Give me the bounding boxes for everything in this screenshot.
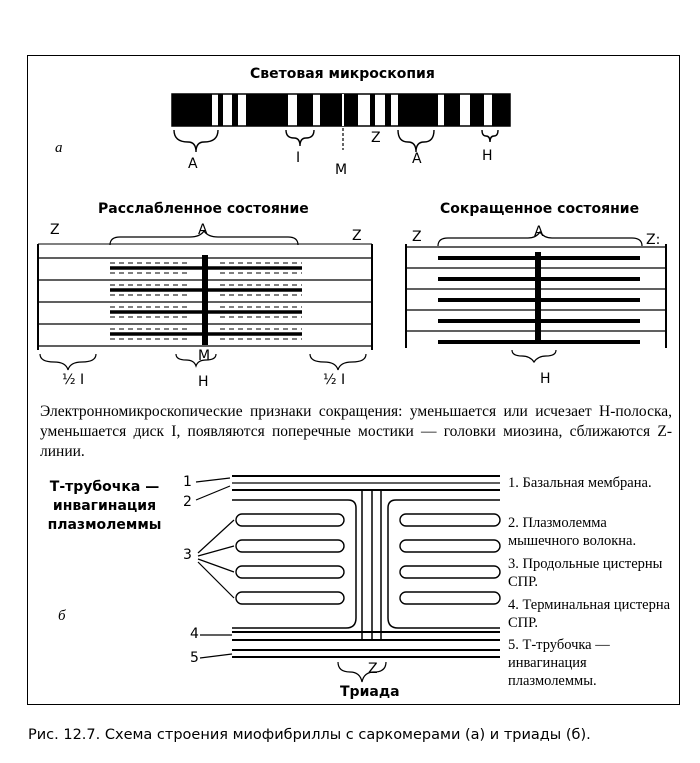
relaxed-half-i-left: ½ I (62, 372, 85, 388)
relaxed-m: M (198, 348, 211, 364)
label-m-line: M (335, 162, 348, 178)
label-z-line: Z (371, 130, 381, 146)
legend-item-2: 2. Плазмолемма мышечного волокна. (508, 515, 637, 549)
relaxed-sarcomere (37, 229, 373, 371)
label-a-band-2: A (412, 151, 422, 167)
contracted-z-right: Z: (646, 232, 661, 248)
contracted-z-left: Z (412, 229, 422, 245)
num-label-1: 1 (183, 474, 192, 490)
triad-label: Триада (340, 684, 400, 700)
legend-item-3: 3. Продольные цистерны СПР. (508, 556, 663, 590)
figure-frame (27, 55, 680, 705)
legend-item-4: 4. Терминальная цистерна СПР. (508, 597, 671, 631)
relaxed-z-right: Z (352, 228, 362, 244)
contraction-signs-text: Электронномикроскопические признаки сокр… (40, 403, 672, 460)
num-label-2: 2 (183, 494, 192, 510)
triad-diagram (195, 475, 501, 683)
contracted-title: Сокращенное состояние (440, 201, 640, 217)
relaxed-half-i-right: ½ I (323, 372, 346, 388)
num-label-3: 3 (183, 547, 192, 563)
relaxed-title: Расслабленное состояние (98, 201, 309, 217)
contracted-sarcomere (405, 230, 667, 364)
label-h-zone: H (482, 148, 493, 164)
num-label-4: 4 (190, 626, 199, 642)
t-tubule-label: Т-трубочка — инвагинация плазмолеммы (47, 479, 162, 533)
panel-label-b: б (58, 608, 66, 624)
figure-caption: Рис. 12.7. Схема строения миофибриллы с … (28, 727, 591, 743)
num-label-5: 5 (190, 650, 199, 666)
light-microscopy-title: Световая микроскопия (250, 66, 435, 82)
contracted-h: H (540, 371, 551, 387)
contracted-a: A (534, 224, 544, 240)
relaxed-z-left: Z (50, 222, 60, 238)
relaxed-h: H (198, 374, 209, 390)
legend-item-1: 1. Базальная мембрана. (508, 475, 652, 491)
label-a-band-1: A (188, 156, 198, 172)
legend-item-5: 5. Т-трубочка — инвагинация плазмолеммы. (508, 637, 610, 689)
triad-z: Z (368, 661, 378, 677)
label-i-band: I (296, 150, 301, 166)
panel-label-a: а (55, 140, 63, 156)
relaxed-a: A (198, 222, 208, 238)
light-microscopy-strip (171, 93, 511, 153)
